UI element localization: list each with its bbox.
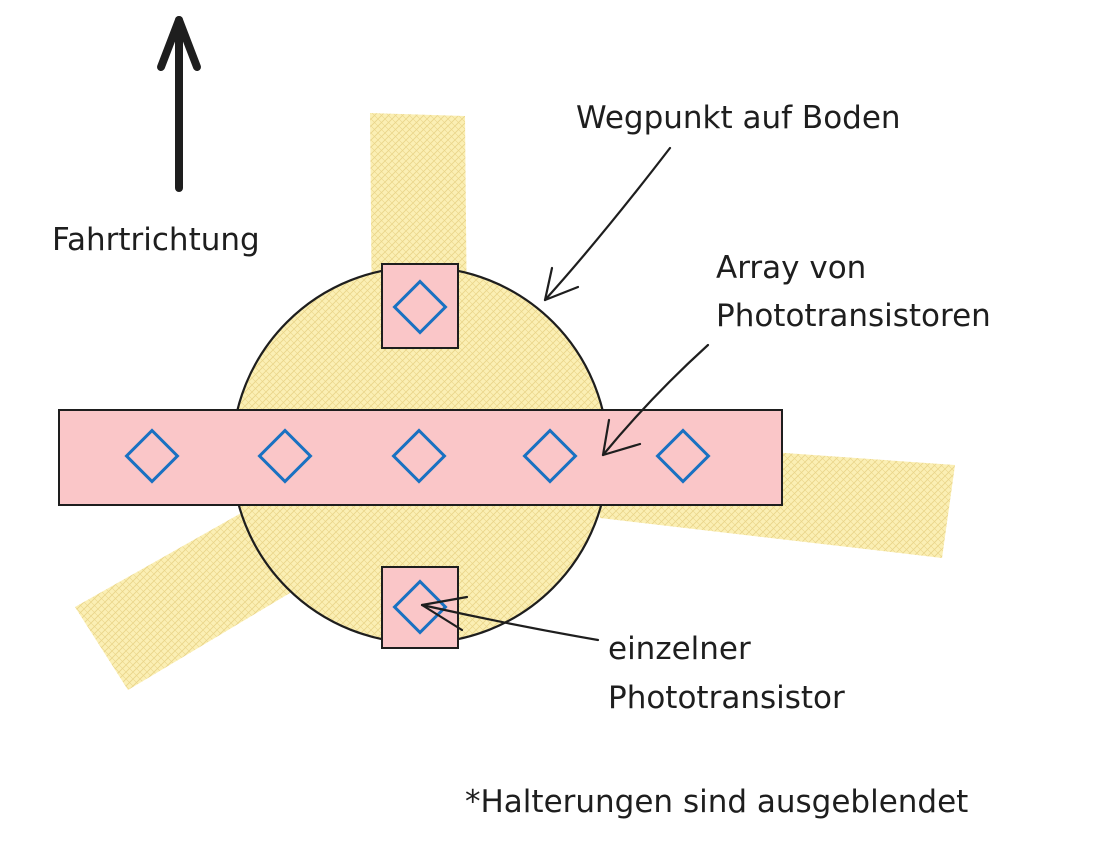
single-phototransistor-bottom: [381, 566, 459, 649]
single-label-line1: einzelner: [608, 631, 751, 667]
single-pointer-arrow: [420, 595, 600, 642]
array-diamond-5: [655, 428, 711, 484]
array-diamond-1: [124, 428, 180, 484]
waypoint-label: Wegpunkt auf Boden: [576, 100, 901, 136]
array-diamond-3: [391, 428, 447, 484]
phototransistor-array: [58, 409, 783, 506]
sensor-diamond-top: [392, 279, 448, 335]
waypoint-pointer-arrow: [543, 146, 672, 302]
array-bar: [58, 409, 783, 506]
sensor-diamond-bottom: [392, 579, 448, 635]
annotation-arrows: [420, 146, 710, 642]
array-diamond-4: [522, 428, 578, 484]
array-pointer-arrow: [601, 343, 710, 457]
footnote-label: *Halterungen sind ausgeblendet: [465, 784, 968, 820]
direction-arrow-icon: [157, 16, 201, 192]
array-diamond-2: [257, 428, 313, 484]
single-label-line2: Phototransistor: [608, 680, 845, 716]
array-label-line1: Array von: [716, 250, 866, 286]
single-phototransistor-top: [381, 263, 459, 349]
array-label-line2: Phototransistoren: [716, 298, 991, 334]
path-segment-southwest: [75, 508, 315, 690]
direction-label: Fahrtrichtung: [52, 222, 260, 258]
sensor-box-top: [381, 263, 459, 349]
